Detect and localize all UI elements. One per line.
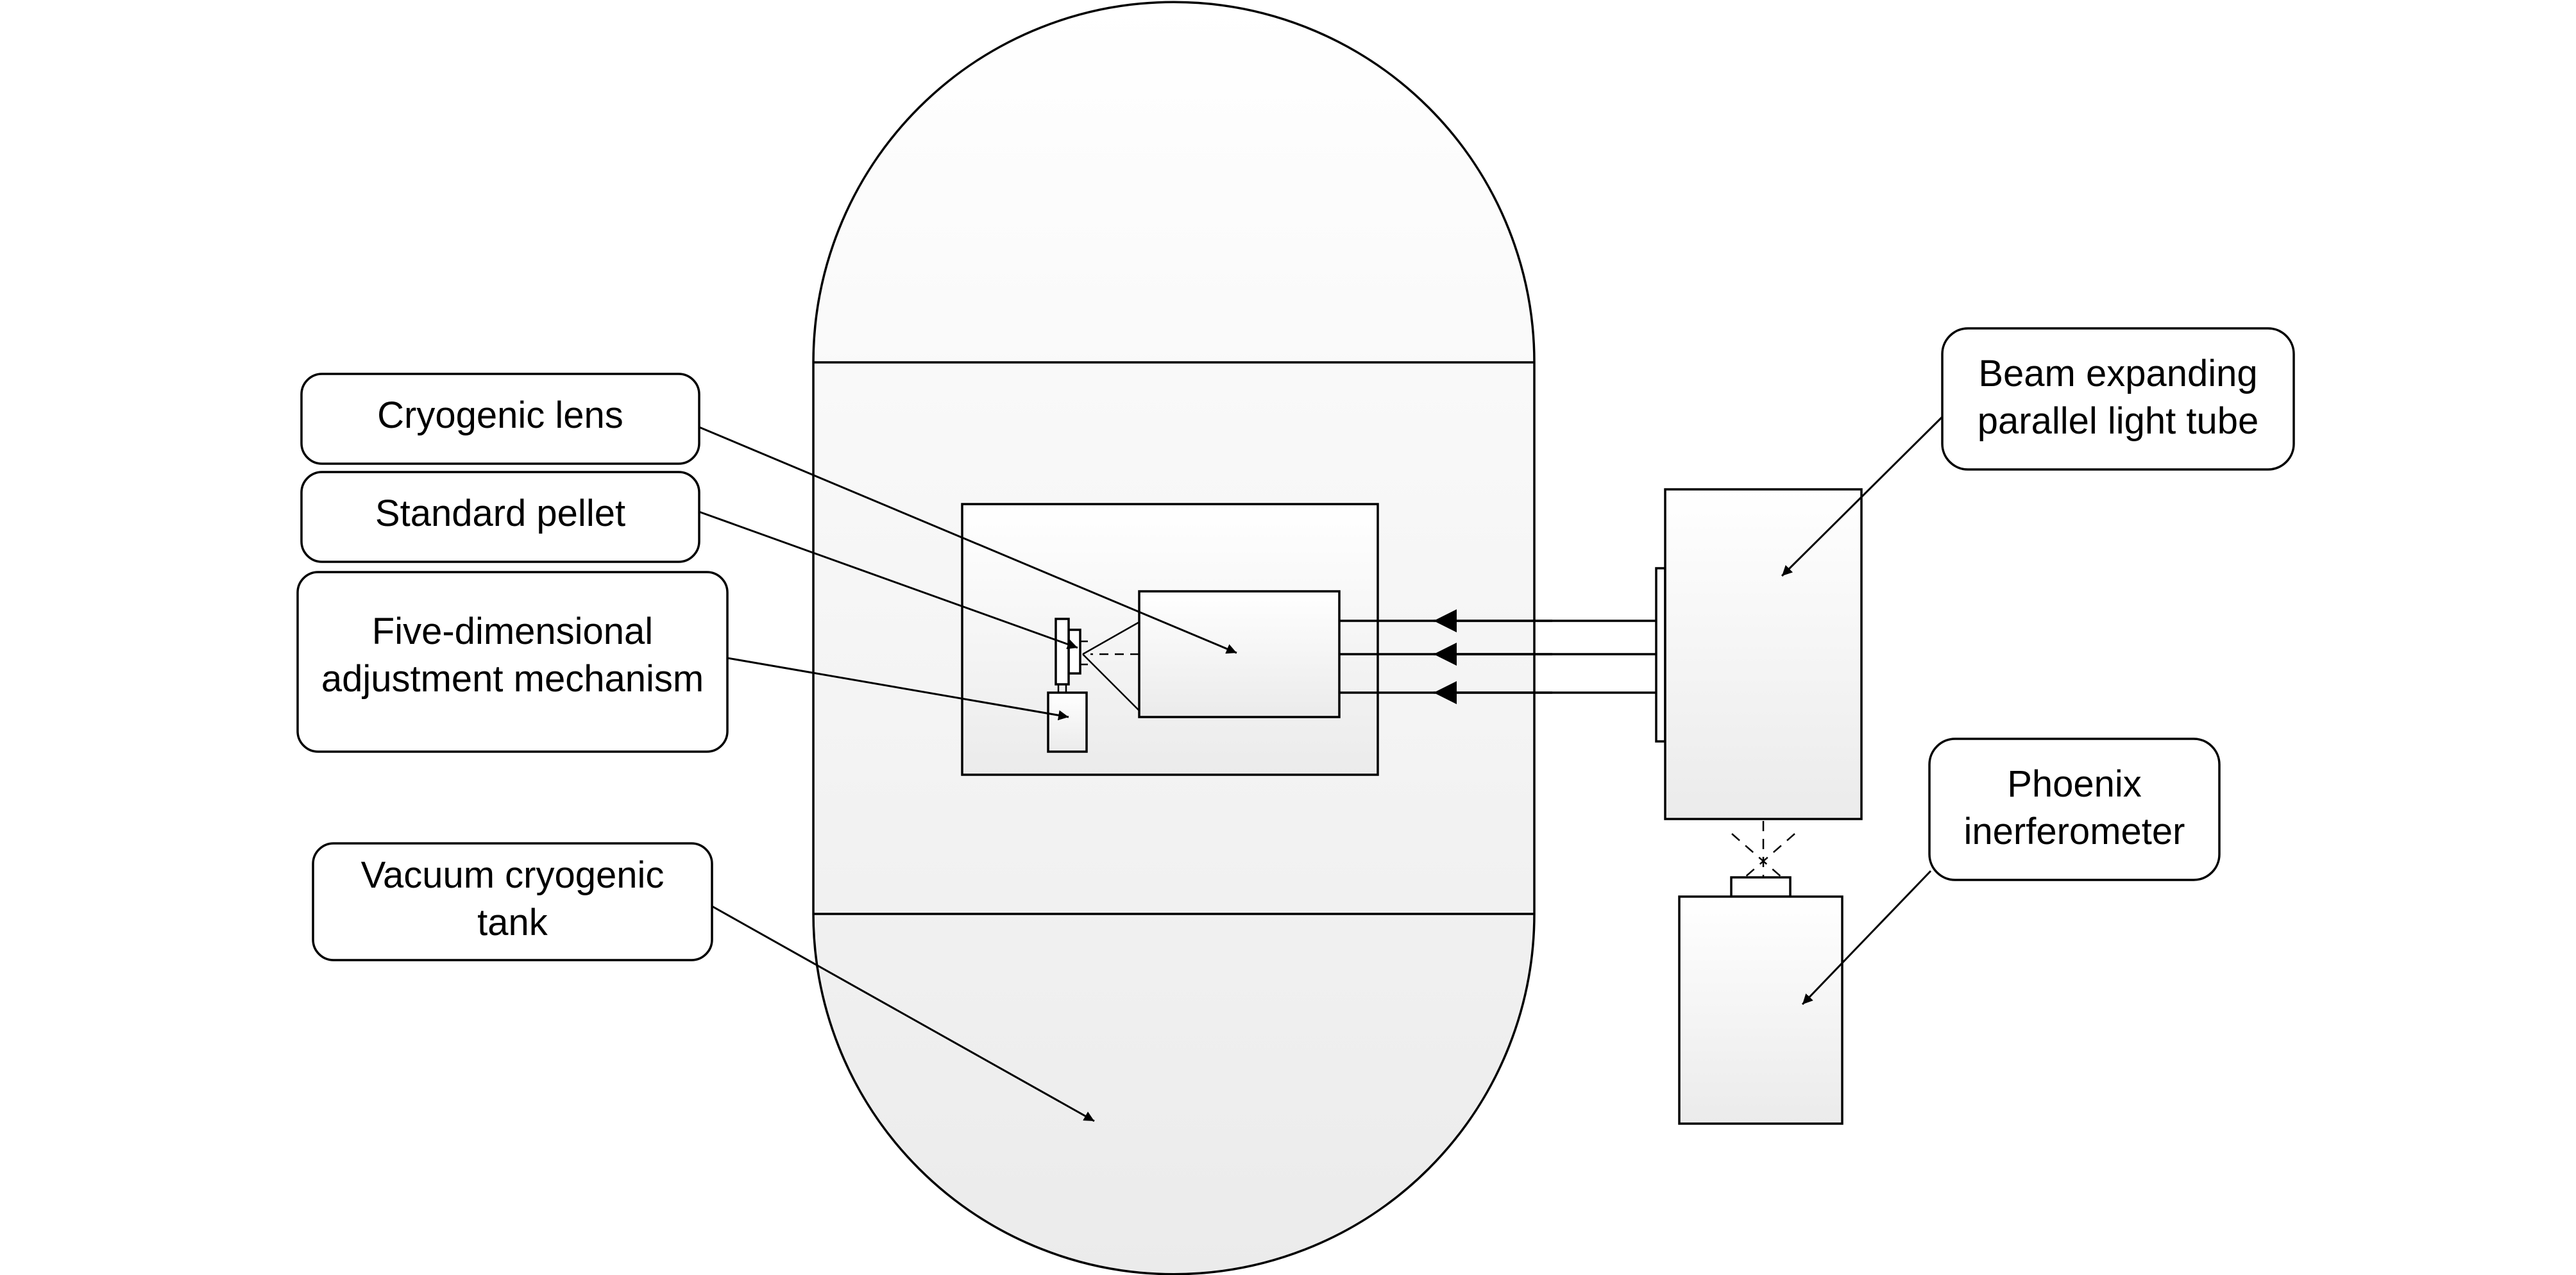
light-cone	[1082, 621, 1140, 711]
label-interferometer-line1: Phoenix	[2007, 763, 2142, 805]
label-vacuum-tank-line1: Vacuum cryogenic	[361, 854, 665, 896]
label-beam-expanding-parallel-light-tube: Beam expanding parallel light tube	[1941, 327, 2295, 471]
leader-five-dimensional	[727, 657, 1069, 721]
label-vacuum-tank-line2: tank	[477, 902, 548, 943]
label-five-dimensional-line1: Five-dimensional	[372, 611, 653, 652]
label-beam-tube-line1: Beam expanding	[1978, 353, 2257, 394]
interferometer-body	[1678, 895, 1843, 1125]
cryogenic-lens-body	[1138, 590, 1341, 718]
five-dimensional-adjustment-mechanism	[1047, 684, 1088, 753]
phoenix-interferometer	[1678, 876, 1843, 1125]
leader-cryogenic-lens	[699, 426, 1237, 654]
leader-lines	[699, 416, 1944, 1122]
label-beam-tube-line2: parallel light tube	[1978, 400, 2259, 442]
label-cryogenic-lens-text: Cryogenic lens	[377, 394, 623, 436]
leader-beam-tube	[1781, 416, 1944, 577]
label-five-dimensional-line2: adjustment mechanism	[321, 658, 704, 700]
leader-interferometer	[1801, 870, 1932, 1006]
interferometer-port	[1730, 876, 1792, 898]
label-five-dimensional-adjustment-mechanism: Five-dimensional adjustment mechanism	[296, 571, 729, 753]
leader-standard-pellet	[699, 511, 1078, 650]
label-standard-pellet-text: Standard pellet	[375, 493, 625, 534]
label-cryogenic-lens: Cryogenic lens	[300, 373, 700, 465]
interferometer-beam	[1731, 821, 1795, 878]
label-vacuum-cryogenic-tank: Vacuum cryogenic tank	[312, 842, 713, 961]
tube-window	[1655, 567, 1666, 743]
beam-expanding-parallel-light-tube	[1655, 488, 1863, 820]
tube-body	[1664, 488, 1863, 820]
leader-vacuum-tank	[711, 905, 1095, 1122]
label-phoenix-interferometer: Phoenix inerferometer	[1928, 738, 2221, 881]
parallel-light-beams	[1339, 609, 1656, 704]
label-standard-pellet: Standard pellet	[300, 471, 700, 563]
label-interferometer-line2: inerferometer	[1964, 811, 2185, 852]
